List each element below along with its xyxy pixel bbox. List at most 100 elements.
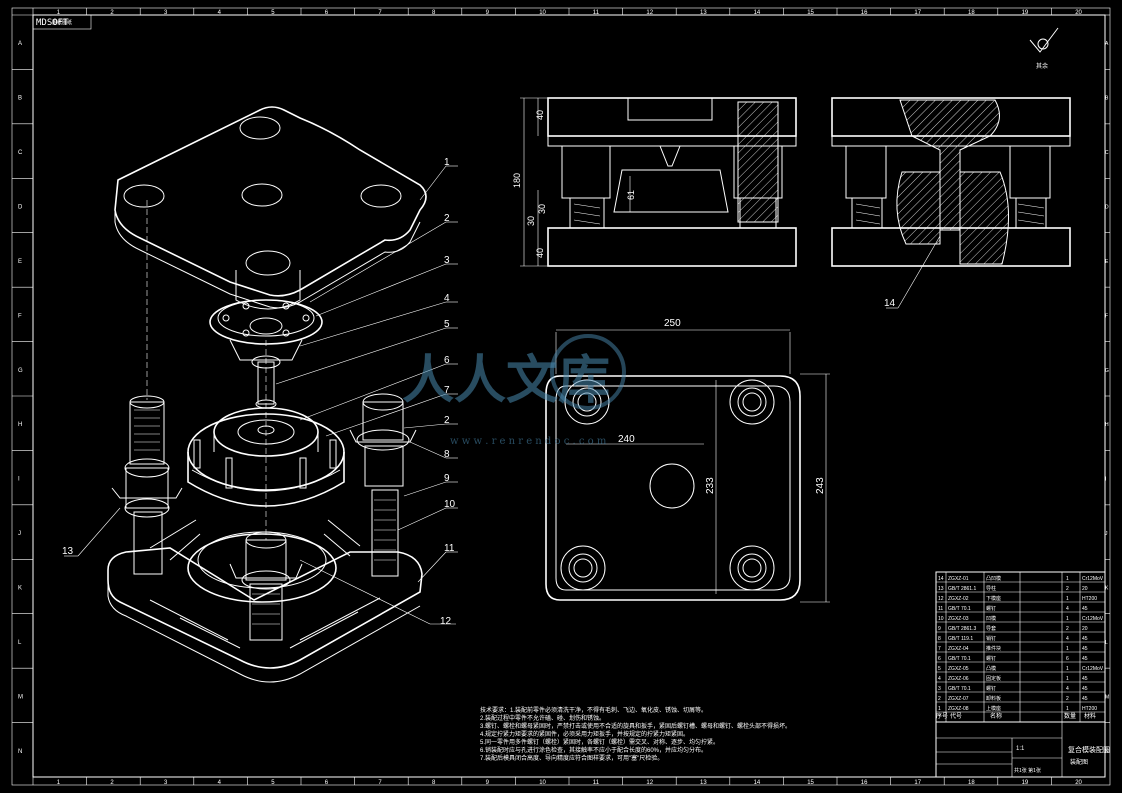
border-row-right-K: K bbox=[1105, 586, 1109, 592]
technical-notes: 技术要求：1.装配前零件必须清洗干净，不得有毛刺、飞边、氧化皮、锈蚀、切屑等。2… bbox=[480, 706, 791, 762]
border-col-bottom-11: 11 bbox=[593, 780, 600, 786]
watermark-brand: 人人文库 bbox=[402, 350, 610, 411]
border-row-right-H: H bbox=[1105, 422, 1109, 428]
software-stamp: MDSOFT 图纸图纸 bbox=[32, 14, 92, 30]
bom-header-qty: 数量 bbox=[1064, 712, 1076, 720]
callout-14: 14 bbox=[884, 298, 896, 309]
border-col-top-12: 12 bbox=[646, 10, 653, 16]
bom-cell-no: 9 bbox=[938, 626, 941, 632]
border-row-right-M: M bbox=[1105, 694, 1109, 700]
bom-cell-material: 45 bbox=[1082, 686, 1088, 692]
bom-header-no: 序号 bbox=[936, 712, 948, 720]
bom-cell-no: 10 bbox=[938, 616, 944, 622]
callout-3: 3 bbox=[444, 255, 450, 266]
border-row-left-K: K bbox=[18, 586, 22, 592]
border-col-top-11: 11 bbox=[593, 10, 600, 16]
stamp-sub: 图纸图纸 bbox=[52, 19, 72, 26]
dim-mid1: 30 bbox=[526, 216, 536, 226]
bom-cell-material: Cr12MoV bbox=[1082, 666, 1104, 672]
bom-cell-qty: 1 bbox=[1066, 596, 1069, 602]
bom-cell-no: 4 bbox=[938, 676, 941, 682]
bom-cell-no: 1 bbox=[938, 706, 941, 712]
bom-cell-code: GB/T 70.1 bbox=[948, 686, 971, 692]
title-block-scale: 1:1 bbox=[1016, 746, 1025, 752]
bom-cell-name: 导套 bbox=[986, 625, 996, 632]
bom-cell-code: ZGXZ-07 bbox=[948, 696, 969, 702]
border-row-left-N: N bbox=[18, 749, 22, 755]
border-row-right-L: L bbox=[1105, 640, 1108, 646]
border-row-left-C: C bbox=[18, 150, 23, 156]
bom-cell-name: 推件块 bbox=[986, 645, 1001, 652]
roughness-label: 其余 bbox=[1036, 62, 1048, 70]
border-row-right-B: B bbox=[1105, 96, 1109, 102]
border-col-top-1: 1 bbox=[57, 10, 61, 16]
bom-cell-name: 凸凹模 bbox=[986, 575, 1001, 582]
bom-cell-qty: 4 bbox=[1066, 606, 1069, 612]
bom-cell-qty: 1 bbox=[1066, 646, 1069, 652]
bom-cell-material: 45 bbox=[1082, 636, 1088, 642]
section-view-right bbox=[831, 97, 1071, 267]
border-col-top-5: 5 bbox=[271, 10, 275, 16]
note-line: 3.螺钉、螺栓和螺母紧固时，严禁打击或使用不合适的旋具和扳手，紧固后螺钉槽、螺母… bbox=[480, 722, 791, 730]
border-row-right-C: C bbox=[1105, 150, 1109, 156]
border-col-top-14: 14 bbox=[754, 10, 761, 16]
watermark-url: w w w . r e n r e n d o c . c o m bbox=[450, 436, 607, 447]
callout-8: 8 bbox=[444, 449, 450, 460]
dim-overall: 180 bbox=[512, 173, 522, 188]
bom-cell-qty: 2 bbox=[1066, 626, 1069, 632]
bom-cell-no: 3 bbox=[938, 686, 941, 692]
bom-header-material: 材料 bbox=[1084, 712, 1096, 720]
border-col-top-20: 20 bbox=[1075, 10, 1082, 16]
bom-cell-code: GB/T 2861.1 bbox=[948, 586, 976, 592]
title-block-sub: 装配图 bbox=[1070, 758, 1088, 766]
border-col-bottom-9: 9 bbox=[486, 780, 490, 786]
bom-cell-material: 45 bbox=[1082, 646, 1088, 652]
border-col-bottom-7: 7 bbox=[378, 780, 382, 786]
border-col-top-10: 10 bbox=[539, 10, 546, 16]
bom-cell-qty: 1 bbox=[1066, 576, 1069, 582]
bom-cell-qty: 4 bbox=[1066, 636, 1069, 642]
border-row-left-B: B bbox=[18, 96, 22, 102]
border-col-top-19: 19 bbox=[1022, 10, 1029, 16]
bom-cell-name: 凸模 bbox=[986, 665, 996, 672]
watermark: 人人文库 w w w . r e n r e n d o c . c o m bbox=[402, 334, 626, 447]
border-col-bottom-20: 20 bbox=[1075, 780, 1082, 786]
bom-cell-no: 14 bbox=[938, 576, 944, 582]
note-line: 5.同一零件用多件螺钉（螺栓）紧固时，各螺钉（螺栓）需交叉、对称、逐步、均匀拧紧… bbox=[480, 738, 719, 746]
border-row-right-N: N bbox=[1105, 749, 1109, 755]
exploded-assembly-view bbox=[107, 106, 427, 683]
callout-2: 2 bbox=[444, 213, 450, 224]
bom-cell-code: GB/T 119.1 bbox=[948, 636, 973, 642]
callout-12: 12 bbox=[440, 616, 452, 627]
callout-2b: 2 bbox=[444, 415, 450, 426]
callout-13: 13 bbox=[62, 546, 74, 557]
bom-cell-qty: 2 bbox=[1066, 586, 1069, 592]
border-col-bottom-19: 19 bbox=[1022, 780, 1029, 786]
callout-6: 6 bbox=[444, 355, 450, 366]
border-col-top-3: 3 bbox=[164, 10, 168, 16]
bom-cell-qty: 1 bbox=[1066, 616, 1069, 622]
border-col-bottom-18: 18 bbox=[968, 780, 975, 786]
bom-cell-material: 45 bbox=[1082, 696, 1088, 702]
note-line: 技术要求：1.装配前零件必须清洗干净，不得有毛刺、飞边、氧化皮、锈蚀、切屑等。 bbox=[480, 706, 707, 714]
border-col-bottom-12: 12 bbox=[646, 780, 653, 786]
bom-cell-name: 螺钉 bbox=[986, 655, 996, 662]
note-line: 7.装配后模具闭合高度、导向精度应符合图样要求，可用"塞"尺检验。 bbox=[480, 754, 663, 762]
callout-4: 4 bbox=[444, 293, 450, 304]
bom-cell-name: 螺钉 bbox=[986, 685, 996, 692]
bom-cell-qty: 4 bbox=[1066, 686, 1069, 692]
border-row-right-D: D bbox=[1105, 205, 1109, 211]
bom-header-name: 名称 bbox=[990, 712, 1002, 720]
border-row-left-G: G bbox=[18, 368, 23, 374]
plan-bolt-hole-tr bbox=[729, 379, 775, 425]
dim-width-inner: 240 bbox=[618, 434, 635, 445]
callout-5: 5 bbox=[444, 319, 450, 330]
dim-height-outer: 243 bbox=[815, 477, 826, 494]
bom-cell-code: ZGXZ-08 bbox=[948, 706, 969, 712]
border-row-left-J: J bbox=[18, 531, 21, 537]
plan-bolt-hole-bl bbox=[560, 545, 606, 591]
bom-cell-code: ZGXZ-04 bbox=[948, 646, 969, 652]
title-block-sheet: 共1张 第1张 bbox=[1014, 767, 1041, 774]
